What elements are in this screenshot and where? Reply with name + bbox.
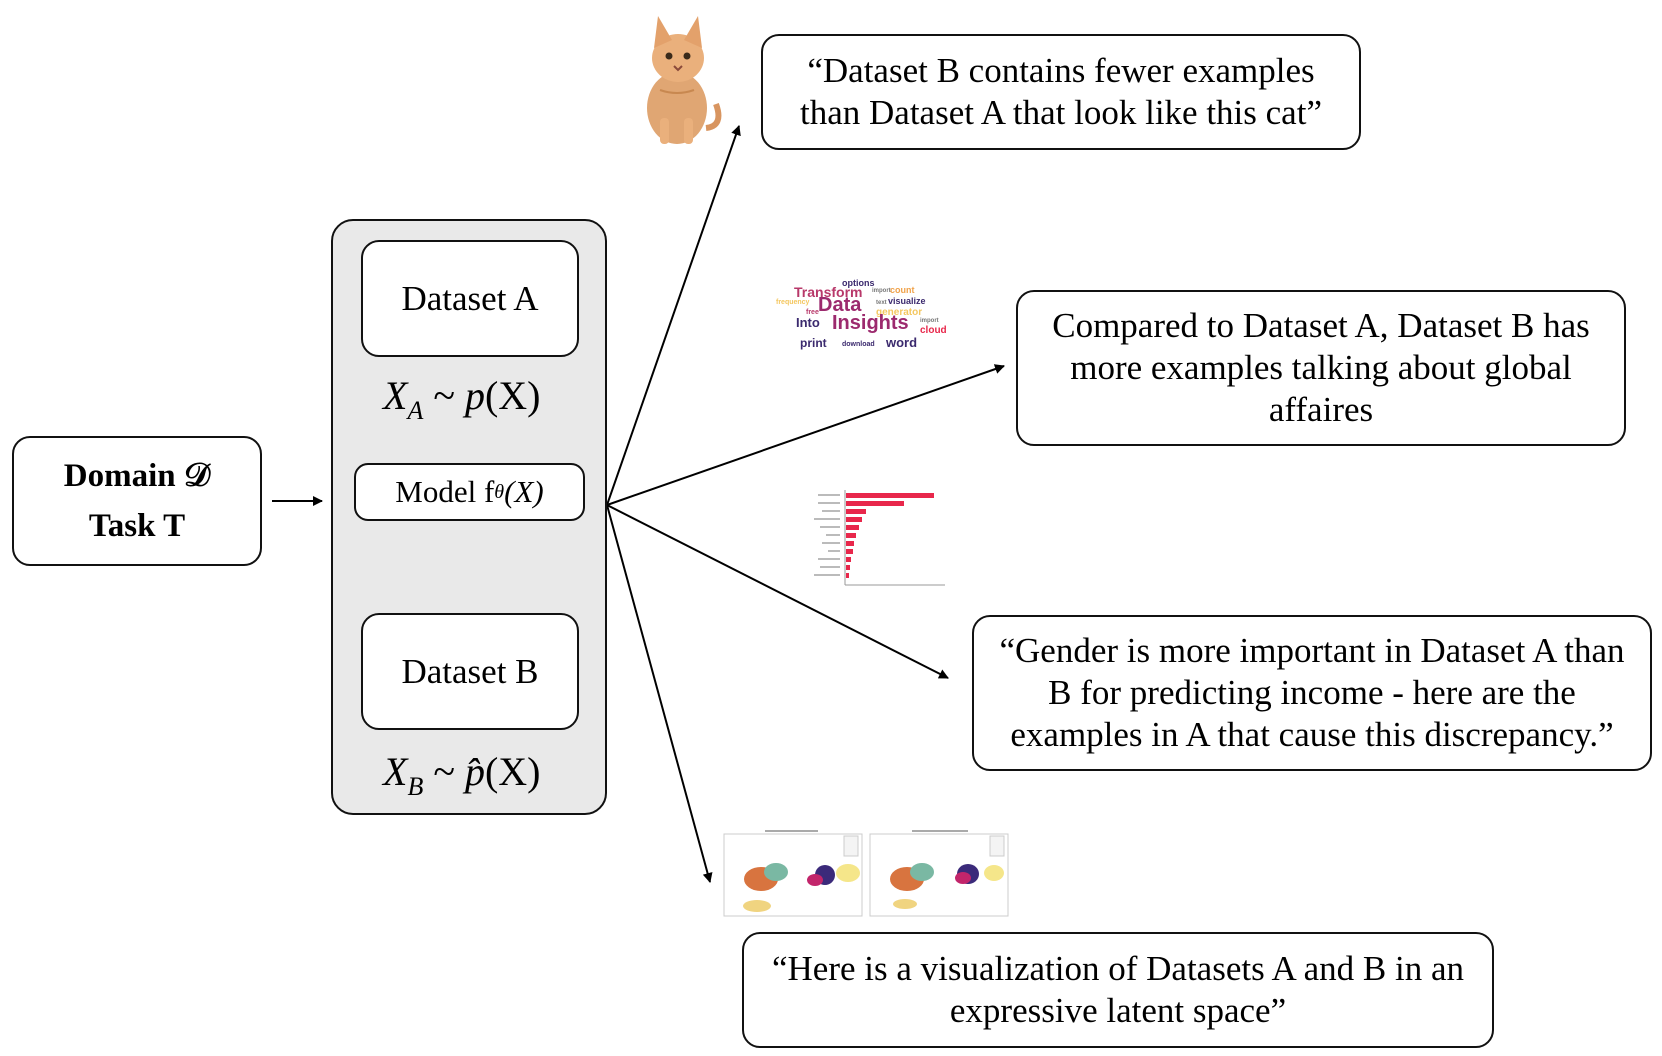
dist-b-var: X: [383, 749, 408, 794]
task-label: Task T: [88, 508, 186, 544]
dist-b-arg: (X): [484, 749, 541, 794]
arrow-to-cat: [606, 125, 741, 506]
dataset-a-box: Dataset A: [361, 240, 579, 357]
dataset-b-box: Dataset B: [361, 613, 579, 730]
dist-b-fn: p̂: [464, 749, 485, 794]
wc-word: Insights: [832, 312, 909, 334]
feature-quote-box: “Gender is more important in Dataset A t…: [972, 615, 1652, 771]
domain-task-box: Domain 𝒟 Task T: [12, 436, 262, 566]
arrow-to-topic: [606, 364, 1005, 506]
domain-label: Domain 𝒟: [63, 458, 211, 494]
wc-word: text: [876, 300, 887, 306]
dist-a-sub: A: [407, 396, 424, 425]
cat-photo-icon: [647, 16, 722, 144]
dist-a-fn: p: [464, 373, 485, 418]
model-param: θ: [494, 480, 505, 503]
arrow-to-feature: [606, 504, 949, 679]
latent-space-thumbnail: [723, 830, 1009, 917]
wc-word: Into: [796, 315, 820, 330]
wc-word: generator: [876, 307, 923, 318]
feature-quote-text: “Gender is more important in Dataset A t…: [999, 631, 1625, 754]
model-label: Model f: [395, 474, 495, 509]
dist-a-arg: (X): [484, 373, 541, 418]
cat-quote-box: “Dataset B contains fewer examples than …: [761, 34, 1361, 150]
wc-word: cloud: [920, 325, 947, 336]
dist-a-rel: ~: [423, 373, 465, 418]
model-arg: (X): [504, 474, 544, 509]
feature-importance-thumbnail: [814, 490, 945, 586]
dist-b-sub: B: [407, 772, 424, 801]
topic-quote-text: Compared to Dataset A, Dataset B has mor…: [1052, 306, 1590, 429]
dist-a-var: X: [383, 373, 408, 418]
wc-word: import: [872, 288, 891, 294]
topic-quote-box: Compared to Dataset A, Dataset B has mor…: [1016, 290, 1626, 446]
wc-word: free: [806, 309, 819, 316]
cat-quote-text: “Dataset B contains fewer examples than …: [800, 51, 1322, 132]
wc-word: print: [800, 336, 827, 350]
wc-word: frequency: [776, 299, 810, 306]
latent-quote-box: “Here is a visualization of Datasets A a…: [742, 932, 1494, 1048]
latent-quote-text: “Here is a visualization of Datasets A a…: [771, 949, 1465, 1030]
wc-word: Transform: [794, 284, 863, 300]
dataset-a-distribution: XA ~ p(X): [383, 372, 541, 426]
arrow-to-latent: [606, 504, 713, 883]
dataset-b-distribution: XB ~ p̂(X): [383, 748, 541, 802]
dataset-b-label: Dataset B: [401, 651, 539, 691]
word-cloud-thumbnail: options Transform import count frequency…: [776, 276, 956, 356]
wc-word: Data: [818, 294, 862, 316]
dist-b-rel: ~: [423, 749, 465, 794]
wc-word: options: [842, 278, 875, 288]
dataset-a-label: Dataset A: [401, 278, 539, 318]
wc-word: word: [886, 335, 918, 350]
wc-word: count: [890, 285, 915, 295]
wc-word: import: [920, 318, 939, 324]
wc-word: visualize: [888, 296, 926, 306]
wc-word: download: [842, 341, 875, 348]
